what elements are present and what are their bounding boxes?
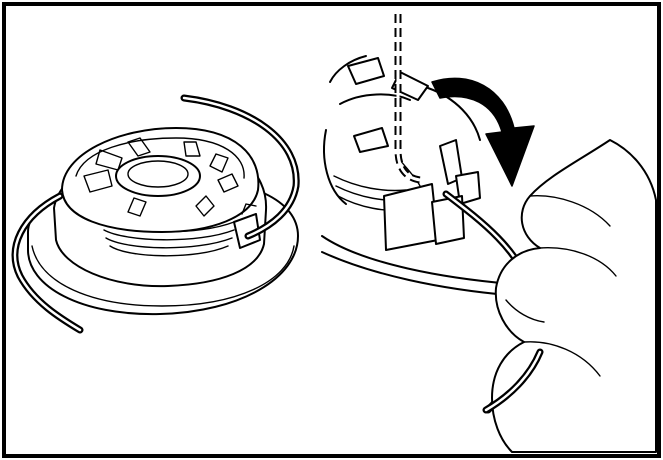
rotation-arrow: [431, 77, 535, 187]
left-panel: [11, 94, 300, 334]
guide-dashed-line: [394, 14, 421, 184]
right-panel: [321, 14, 657, 453]
spool-closeup: [321, 55, 541, 297]
hand-illustration: [491, 139, 657, 453]
cutting-line-left: [11, 94, 300, 334]
spool-illustration: [27, 127, 299, 316]
